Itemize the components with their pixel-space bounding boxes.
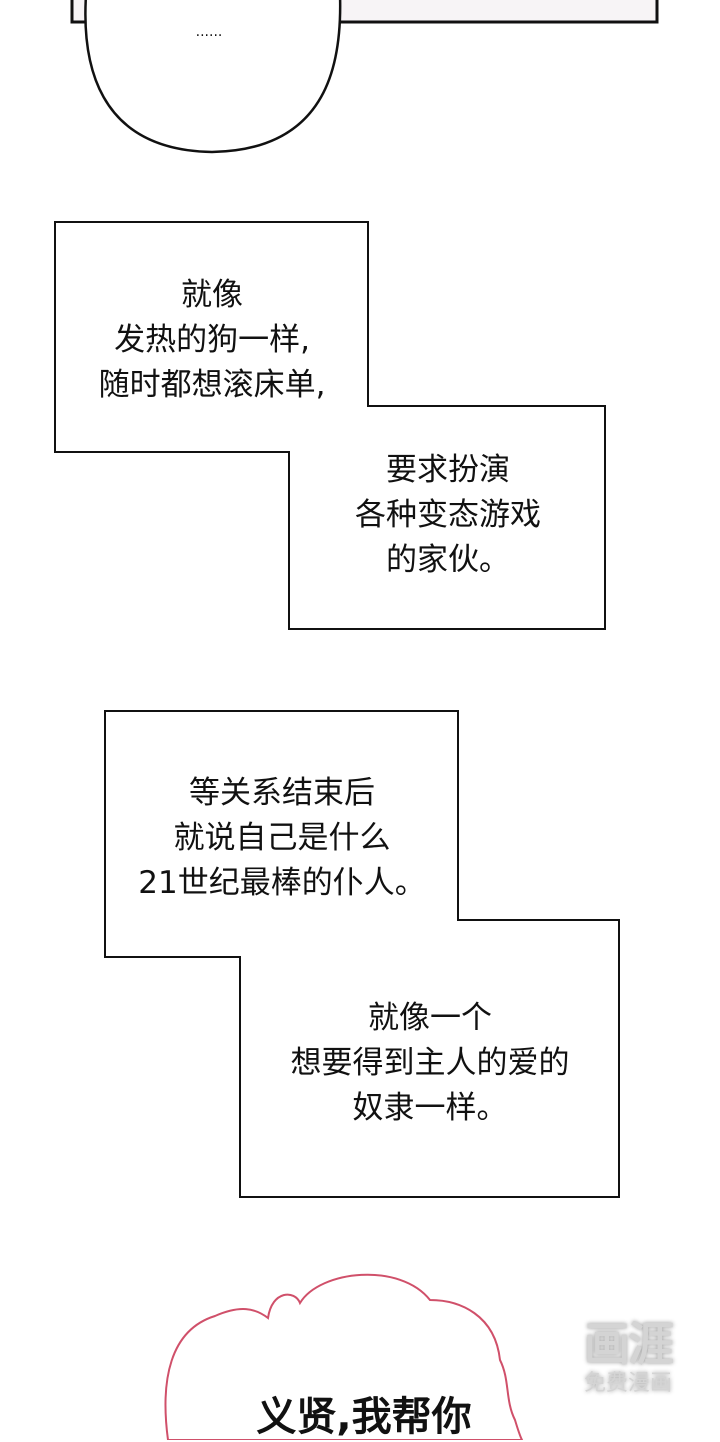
narration-line: 等关系结束后 [188,775,375,811]
narration-line: 就说自己是什么 [173,820,391,856]
watermark: 画涯 免费漫画 [568,1318,688,1398]
narration-line: 21世纪最棒的仆人。 [138,865,426,901]
narration-line: 各种变态游戏 [355,497,541,533]
narration-line: 奴隶一样。 [352,1090,508,1126]
narration-line: 的家伙。 [386,542,510,578]
cloud-bubble [164,1273,524,1440]
narration-line: 随时都想滚床单, [98,367,326,403]
speech-bubble-top [84,0,342,154]
bubble-text-ellipsis: ...... [195,24,223,40]
narration-line: 要求扮演 [386,452,510,488]
watermark-logo: 画涯 [584,1317,674,1371]
narration-line: 就像 [180,277,243,313]
narration-box-2-upper: 等关系结束后 就说自己是什么 21世纪最棒的仆人。 [138,771,425,906]
watermark-subtitle: 免费漫画 [583,1371,672,1396]
narration-box-2-lower: 就像一个 想要得到主人的爱的 奴隶一样。 [291,996,570,1131]
narration-box-1-upper: 就像 发热的狗一样, 随时都想滚床单, [99,273,326,408]
cloud-bubble-text: 义贤,我帮你 [256,1394,472,1440]
narration-box-2 [104,710,620,1198]
narration-line: 想要得到主人的爱的 [290,1045,570,1081]
narration-line: 发热的狗一样, [114,322,310,358]
narration-box-1-lower: 要求扮演 各种变态游戏 的家伙。 [355,448,541,583]
narration-box-1 [54,221,606,630]
narration-line: 就像一个 [368,1000,492,1036]
